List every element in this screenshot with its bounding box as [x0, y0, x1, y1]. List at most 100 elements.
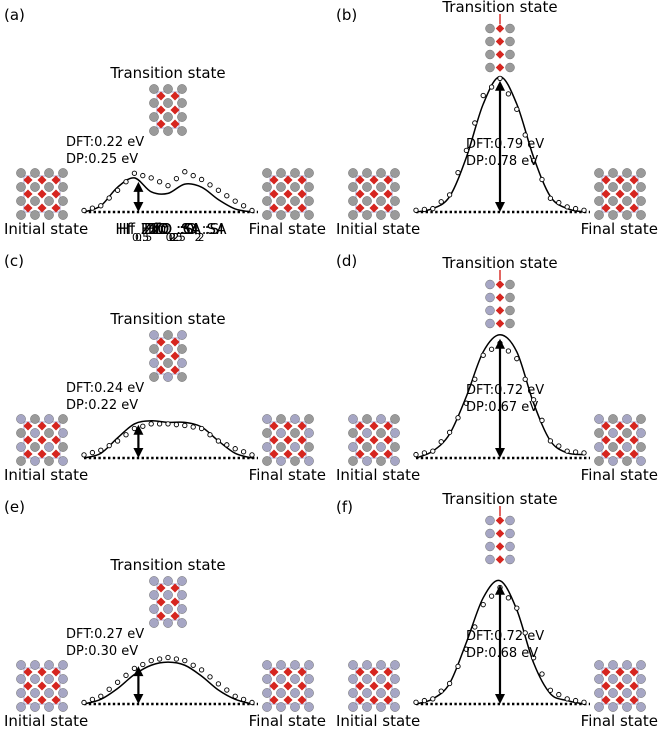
dp-energy-point [123, 432, 129, 438]
metal-atom [304, 456, 314, 466]
dft-barrier-label: DFT:0.72 eV [466, 383, 544, 398]
oxygen-atom [355, 435, 365, 445]
metal-atom [594, 210, 604, 220]
dp-energy-point [463, 646, 470, 652]
dp-energy-point [572, 205, 579, 212]
transition-state-label: Transition state [109, 310, 225, 328]
oxygen-atom [369, 435, 379, 445]
oxygen-atom [51, 203, 61, 213]
metal-atom [622, 168, 632, 178]
metal-atom [58, 688, 68, 698]
dp-energy-point [446, 680, 453, 687]
oxygen-atom [383, 435, 393, 445]
oxygen-atom [283, 681, 293, 691]
oxygen-atom [495, 306, 505, 315]
oxygen-atom [615, 667, 625, 677]
metal-atom [505, 528, 515, 539]
metal-atom [276, 428, 286, 438]
metal-atom [362, 196, 372, 206]
oxygen-atom [283, 175, 293, 185]
dp-energy-point [156, 656, 163, 662]
metal-atom [177, 618, 187, 628]
metal-atom [177, 112, 187, 122]
metal-atom [44, 702, 54, 712]
metal-atom [163, 372, 173, 382]
dp-barrier-label: DP:0.22 eV [66, 398, 138, 413]
dp-energy-point [106, 686, 112, 692]
oxygen-atom [495, 542, 505, 551]
oxygen-atom [601, 421, 611, 431]
final-state-label: Final state [249, 712, 326, 730]
dp-energy-point [564, 204, 570, 210]
metal-atom [163, 126, 173, 136]
arrow-down-icon [495, 202, 505, 212]
oxygen-atom [156, 91, 166, 101]
metal-atom [594, 414, 604, 424]
transition-structure [485, 14, 515, 73]
oxygen-atom [383, 189, 393, 199]
metal-atom [58, 182, 68, 192]
metal-atom [276, 456, 286, 466]
metal-atom [44, 442, 54, 452]
dp-energy-point [581, 207, 587, 213]
metal-atom [149, 84, 159, 94]
dft-barrier-label: DFT:0.22 eV [66, 135, 144, 150]
metal-atom [290, 210, 300, 220]
dp-energy-point [446, 192, 453, 198]
oxygen-atom [369, 421, 379, 431]
oxygen-atom [51, 681, 61, 691]
metal-atom [44, 196, 54, 206]
metal-atom [505, 515, 515, 526]
oxygen-atom [269, 421, 279, 431]
dp-energy-point [215, 438, 222, 444]
dp-energy-point [240, 449, 247, 455]
dp-energy-point [472, 120, 478, 126]
transition-structure [149, 576, 187, 628]
dft-barrier-label: DFT:0.24 eV [66, 381, 144, 396]
oxygen-atom [37, 175, 47, 185]
metal-atom [276, 168, 286, 178]
dp-energy-point [572, 449, 579, 455]
oxygen-atom [495, 280, 505, 289]
oxygen-atom [297, 435, 307, 445]
oxygen-atom [629, 695, 639, 705]
oxygen-atom [369, 681, 379, 691]
metal-atom [304, 414, 314, 424]
metal-atom [608, 674, 618, 684]
metal-atom [163, 112, 173, 122]
metal-atom [636, 674, 646, 684]
dp-barrier-label: DP:0.25 eV [66, 152, 138, 167]
metal-atom [376, 456, 386, 466]
metal-atom [304, 210, 314, 220]
dp-energy-point [556, 443, 562, 449]
transition-structure [485, 270, 515, 329]
oxygen-atom [170, 105, 180, 115]
metal-atom [30, 168, 40, 178]
system-label: Hf0.5Zr0.5O2:SA [115, 220, 227, 244]
dp-energy-point [530, 655, 537, 661]
metal-atom [485, 279, 495, 290]
metal-atom [608, 660, 618, 670]
dp-energy-point [421, 450, 428, 456]
oxygen-atom [283, 189, 293, 199]
oxygen-atom [51, 449, 61, 459]
dp-energy-point [89, 696, 96, 703]
dp-energy-point [488, 593, 495, 599]
dp-energy-point [207, 182, 213, 188]
oxygen-atom [170, 611, 180, 621]
metal-atom [485, 23, 495, 34]
metal-atom [594, 442, 604, 452]
metal-atom [636, 182, 646, 192]
metal-atom [636, 414, 646, 424]
metal-atom [304, 196, 314, 206]
metal-atom [30, 210, 40, 220]
oxygen-atom [156, 583, 166, 593]
metal-atom [304, 702, 314, 712]
metal-atom [376, 660, 386, 670]
oxygen-atom [601, 667, 611, 677]
oxygen-atom [37, 667, 47, 677]
dp-energy-point [140, 172, 146, 179]
metal-atom [622, 702, 632, 712]
oxygen-atom [495, 37, 505, 46]
